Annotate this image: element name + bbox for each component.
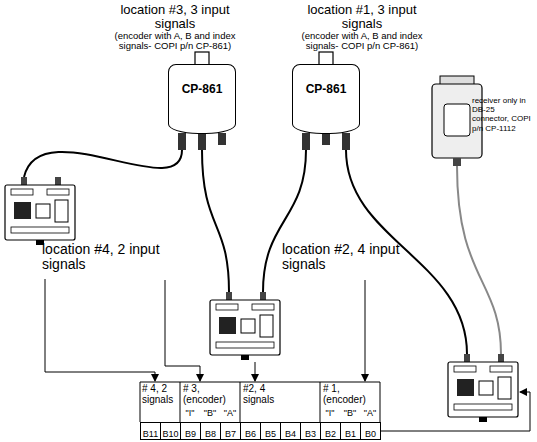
bracket-divider: [140, 382, 380, 422]
plug: [453, 158, 461, 166]
group-bracket: [140, 382, 380, 422]
register-bit-cell: B0: [360, 422, 381, 440]
register-bit-cell: B7: [220, 422, 241, 440]
group-label: # 4, 2 signals: [142, 384, 180, 405]
transmitter-board: [210, 292, 280, 360]
transmitter-board: [5, 177, 75, 245]
group-label: #2, 4 signals: [243, 384, 289, 405]
leader-arrow: [165, 280, 200, 381]
leader-arrows: [45, 279, 530, 431]
cable: [457, 166, 501, 354]
plug: [342, 133, 350, 150]
plug: [178, 133, 186, 150]
bit-name: B0: [365, 426, 376, 442]
receiver-note: receiver only in DB-25 connector, COPI p…: [472, 96, 532, 133]
bit-name: B5: [265, 426, 276, 442]
signal-name: "I": [320, 409, 340, 419]
group-label: # 3, (encoder): [183, 384, 239, 405]
bit-name: B7: [225, 426, 236, 442]
signal-name: "I": [180, 409, 200, 419]
register-bit-cell: B9: [180, 422, 201, 440]
encoder-body: CP-861: [292, 64, 360, 134]
encoder-body: CP-861: [168, 64, 236, 134]
register-bit-cell: B8: [200, 422, 221, 440]
location-note: (encoder with A, B and index signals- CO…: [287, 31, 437, 52]
register-bit-cell: B2: [320, 422, 341, 440]
location-label: location #3, 3 input signals: [100, 3, 250, 30]
bit-name: B3: [305, 426, 316, 442]
location-label: location #2, 4 input signals: [282, 242, 407, 273]
register-bit-cell: B6: [240, 422, 261, 440]
bit-name: B2: [325, 426, 336, 442]
register-bit-cell: B10: [160, 422, 181, 440]
bracket-line: [140, 382, 380, 383]
location-label: location #4, 2 input signals: [42, 242, 167, 273]
signal-name: "B": [200, 409, 220, 419]
signal-name: "A": [220, 409, 240, 419]
leader-arrow: [381, 392, 530, 431]
bit-name: B11: [143, 426, 158, 442]
leader-arrow: [365, 280, 366, 381]
plug: [302, 133, 310, 150]
bit-name: B6: [245, 426, 256, 442]
register-bit-cell: B3: [300, 422, 321, 440]
part-number: CP-861: [306, 82, 347, 96]
register-bit-cell: B11: [140, 422, 161, 440]
bit-name: B4: [285, 426, 296, 442]
group-label: # 1, (encoder): [323, 384, 379, 405]
bit-name: B10: [162, 426, 178, 442]
cable: [202, 150, 229, 292]
plug: [218, 133, 226, 145]
cable: [24, 150, 182, 177]
leader-arrow: [255, 362, 256, 381]
part-number: CP-861: [182, 82, 223, 96]
signal-name: "A": [360, 409, 380, 419]
leader-arrow: [45, 279, 155, 381]
register-bit-cell: B1: [340, 422, 361, 440]
transmitter-board: [448, 354, 518, 422]
register-bit-cell: B5: [260, 422, 281, 440]
location-label: location #1, 3 input signals: [287, 3, 437, 30]
bit-name: B8: [205, 426, 216, 442]
receiver-window: [444, 104, 470, 136]
bit-name: B1: [345, 426, 356, 442]
location-note: (encoder with A, B and index signals- CO…: [100, 31, 250, 52]
register-bit-cell: B4: [280, 422, 301, 440]
bit-name: B9: [185, 426, 196, 442]
signal-name: "B": [340, 409, 360, 419]
plug: [322, 133, 330, 145]
plug: [198, 133, 206, 150]
encoder-plugs: [178, 133, 350, 150]
